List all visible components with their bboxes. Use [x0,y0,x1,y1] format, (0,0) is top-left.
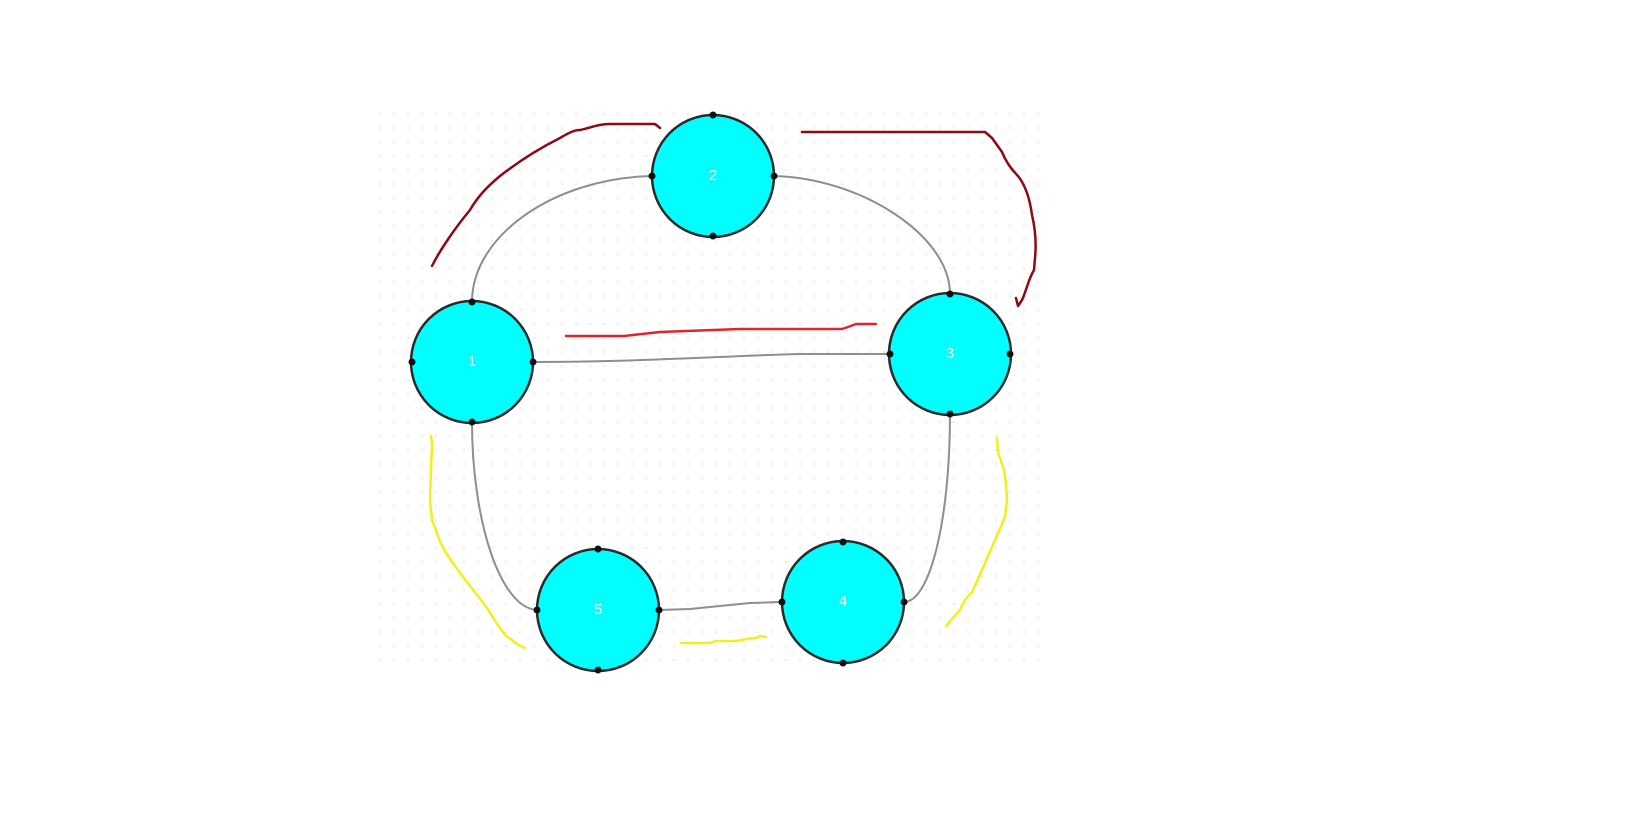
freehand-line-1-3[interactable] [564,322,878,338]
node-2-handle-bottom[interactable] [709,232,717,240]
node-3-label: 3 [946,345,954,362]
node-3-handle-top[interactable] [946,290,954,298]
node-2-handle-top[interactable] [709,111,717,119]
node-4[interactable]: 4 [778,538,908,667]
node-4-handle-left[interactable] [778,598,786,606]
node-4-handle-bottom[interactable] [839,659,847,667]
node-1[interactable]: 1 [408,298,537,426]
edge-5-4[interactable] [658,601,781,611]
freehand-line-5-4[interactable] [679,634,768,645]
node-5-handle-bottom[interactable] [594,666,602,674]
annotations-layer [428,122,1037,650]
node-2-handle-right[interactable] [770,172,778,180]
freehand-line-1-5[interactable] [428,434,527,650]
node-5[interactable]: 5 [533,545,663,674]
node-4-handle-top[interactable] [839,538,847,546]
node-1-handle-top[interactable] [468,298,476,306]
node-5-handle-right[interactable] [655,606,663,614]
edge-1-5[interactable] [471,421,538,611]
edge-3-4[interactable] [903,413,951,603]
node-1-handle-left[interactable] [408,358,416,366]
node-1-handle-bottom[interactable] [468,418,476,426]
freehand-arrow-1-2[interactable] [430,122,662,268]
node-4-handle-right[interactable] [900,598,908,606]
node-2-handle-left[interactable] [648,172,656,180]
node-3[interactable]: 3 [886,290,1014,418]
node-2[interactable]: 2 [648,111,778,240]
edges-layer [471,175,951,611]
node-1-label: 1 [468,353,476,370]
freehand-arrow-2-3[interactable] [800,130,1037,308]
node-3-handle-left[interactable] [886,350,894,358]
freehand-line-4-3[interactable] [944,436,1009,628]
node-5-label: 5 [594,601,602,618]
node-3-handle-bottom[interactable] [946,410,954,418]
node-5-handle-top[interactable] [594,545,602,553]
node-2-label: 2 [709,167,717,184]
edge-1-2[interactable] [471,175,653,303]
nodes-layer: 1 2 3 4 [408,111,1014,674]
edge-2-3[interactable] [773,175,951,295]
node-5-handle-left[interactable] [533,606,541,614]
node-1-handle-right[interactable] [529,358,537,366]
edge-1-3[interactable] [532,353,890,363]
node-4-label: 4 [839,593,847,610]
node-3-handle-right[interactable] [1006,350,1014,358]
